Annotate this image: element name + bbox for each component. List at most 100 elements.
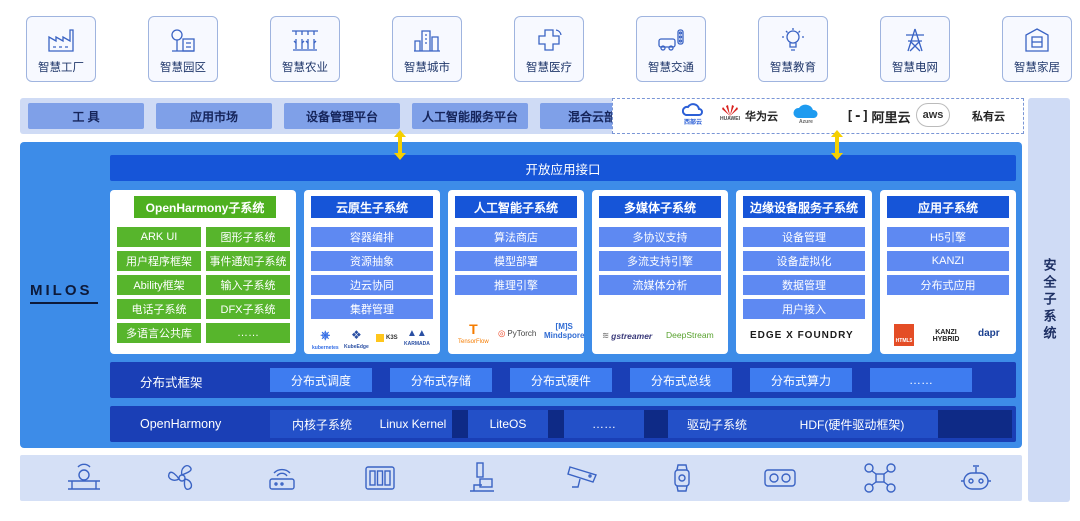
openharmony-item: …… <box>564 410 644 438</box>
kanzi-logo: KANZI HYBRID <box>932 329 960 343</box>
education-icon <box>782 28 804 51</box>
huawei-logo: HUAWEI <box>720 104 740 128</box>
scenario-smart-factory: 智慧工厂 <box>26 16 96 82</box>
oh-item: ARK UI <box>117 227 201 247</box>
distributed-framework-label: 分布式框架 <box>140 376 203 390</box>
dapr-logo: dapr <box>978 328 1000 339</box>
robot-icon <box>961 465 991 490</box>
azure-logo: Azure <box>792 103 820 127</box>
ai-subsystem-title: 人工智能子系统 <box>455 196 577 218</box>
factory-icon <box>48 29 74 52</box>
oh-item: Ability框架 <box>117 275 201 295</box>
distributed-item: …… <box>870 368 972 392</box>
cloud-native-item: 边云协同 <box>311 275 433 295</box>
openharmony-subsystem-title: OpenHarmony子系统 <box>134 196 276 218</box>
west-cloud-logo: 西部云 <box>682 103 704 127</box>
microscope-icon <box>470 462 494 492</box>
karmada-logo: ▲▲KARMADA <box>404 328 430 347</box>
open-api-bar: 开放应用接口 <box>110 155 1016 181</box>
openharmony-spacer <box>548 410 564 438</box>
double-arrow-icon <box>394 130 406 160</box>
oh-item: 多语言公共库 <box>117 323 201 343</box>
openharmony-item: Linux Kernel <box>374 410 452 438</box>
openharmony-item: HDF(硬件驱动框架) <box>766 410 938 438</box>
openharmony-label: OpenHarmony <box>140 417 222 431</box>
scenario-smart-home: 智慧家居 <box>1002 16 1072 82</box>
cloud-native-item: 资源抽象 <box>311 251 433 271</box>
milos-title: MILOS <box>30 282 93 299</box>
vr-headset-icon <box>764 469 796 487</box>
app-item: 分布式应用 <box>887 275 1009 295</box>
multimedia-item: 多协议支持 <box>599 227 721 247</box>
multimedia-item: 多流支持引擎 <box>599 251 721 271</box>
devices-bar <box>20 455 1022 501</box>
agriculture-icon <box>292 30 318 51</box>
watch-icon <box>674 464 690 492</box>
edge-device-item: 用户接入 <box>743 299 865 319</box>
ai-item: 算法商店 <box>455 227 577 247</box>
double-arrow-icon <box>831 130 843 160</box>
tool-tools: 工 具 <box>28 103 144 129</box>
openharmony-item: 内核子系统 <box>270 410 374 438</box>
openharmony-spacer <box>644 410 668 438</box>
milos-underline <box>30 302 98 304</box>
distributed-item: 分布式硬件 <box>510 368 612 392</box>
openharmony-item: 驱动子系统 <box>668 410 766 438</box>
cloud-native-item: 容器编排 <box>311 227 433 247</box>
pytorch-logo: ◎PyTorch <box>498 328 537 338</box>
camera-icon <box>567 466 597 488</box>
cloud-native-subsystem-title: 云原生子系统 <box>311 196 433 218</box>
tool-device-management: 设备管理平台 <box>284 103 400 129</box>
scenario-smart-city: 智慧城市 <box>392 16 462 82</box>
multimedia-subsystem-title: 多媒体子系统 <box>599 196 721 218</box>
oh-item: 电话子系统 <box>117 299 201 319</box>
app-subsystem-title: 应用子系统 <box>887 196 1009 218</box>
oh-item: …… <box>206 323 290 343</box>
oh-item: 图形子系统 <box>206 227 290 247</box>
oh-item: 事件通知子系统 <box>206 251 290 271</box>
distributed-item: 分布式调度 <box>270 368 372 392</box>
traffic-icon <box>658 29 684 51</box>
scenario-smart-medical: 智慧医疗 <box>514 16 584 82</box>
deepstream-logo: DeepStream <box>666 330 714 340</box>
edge-device-item: 数据管理 <box>743 275 865 295</box>
cloud-providers-bar <box>612 98 1024 134</box>
distributed-item: 分布式算力 <box>750 368 852 392</box>
app-item: KANZI <box>887 251 1009 271</box>
oh-item: 输入子系统 <box>206 275 290 295</box>
scenario-smart-traffic: 智慧交通 <box>636 16 706 82</box>
tool-ai-service: 人工智能服务平台 <box>412 103 528 129</box>
scenario-smart-park: 智慧园区 <box>148 16 218 82</box>
scenario-smart-education: 智慧教育 <box>758 16 828 82</box>
oh-item: DFX子系统 <box>206 299 290 319</box>
openharmony-spacer <box>938 410 1012 438</box>
huawei-cloud-label: 华为云 <box>745 111 778 123</box>
aliyun-logo: [-] 阿里云 <box>846 108 911 125</box>
oh-item: 用户程序框架 <box>117 251 201 271</box>
tool-app-market: 应用市场 <box>156 103 272 129</box>
pipe-sensor-icon <box>68 463 100 490</box>
mindspore-logo: [M]S Mindspore <box>544 322 585 340</box>
router-icon <box>269 468 295 490</box>
switch-panel-icon <box>365 466 395 490</box>
park-icon <box>171 29 195 52</box>
openharmony-spacer <box>452 410 468 438</box>
k3s-logo: K3S <box>376 334 398 342</box>
aws-logo: aws <box>916 103 950 127</box>
security-subsystem: 安全子系统 <box>1028 98 1070 502</box>
city-icon <box>414 30 440 52</box>
home-icon <box>1025 28 1049 52</box>
distributed-item: 分布式总线 <box>630 368 732 392</box>
edge-device-subsystem-title: 边缘设备服务子系统 <box>743 196 865 218</box>
edge-device-item: 设备管理 <box>743 227 865 247</box>
private-cloud-label: 私有云 <box>972 111 1005 123</box>
cloud-native-item: 集群管理 <box>311 299 433 319</box>
kubeedge-logo: ❖KubeEdge <box>344 328 369 350</box>
scenario-smart-grid: 智慧电网 <box>880 16 950 82</box>
kubernetes-logo: ⎈kubernetes <box>312 328 339 351</box>
openharmony-item: LiteOS <box>468 410 548 438</box>
edge-device-item: 设备虚拟化 <box>743 251 865 271</box>
distributed-item: 分布式存储 <box>390 368 492 392</box>
gstreamer-logo: ≋gstreamer <box>602 330 653 341</box>
